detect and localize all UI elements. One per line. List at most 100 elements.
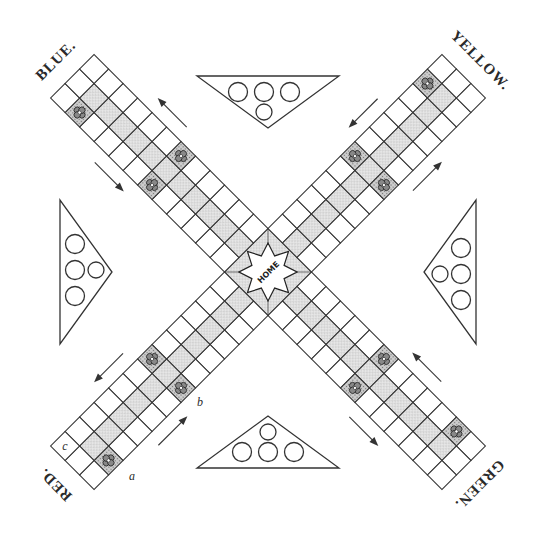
safe-square-centre: [179, 386, 184, 391]
safe-square-petal: [421, 77, 430, 86]
safe-square-petal: [454, 425, 463, 434]
token-circle: [66, 287, 85, 306]
board-arm: [255, 42, 498, 285]
token-circle: [66, 261, 85, 280]
arrow-head: [92, 373, 103, 384]
safe-square-symbol: [70, 103, 88, 121]
direction-arrow: [413, 165, 438, 190]
token-circle: [256, 104, 272, 120]
safe-square-centre: [382, 183, 387, 188]
token-circle: [255, 83, 274, 102]
safe-square-petal: [73, 110, 82, 119]
direction-arrow: [352, 99, 377, 124]
safe-square-symbol: [375, 176, 393, 194]
token-circle: [229, 83, 248, 102]
arrow-head: [433, 159, 444, 170]
board-cell: [80, 55, 109, 84]
safe-square-centre: [353, 154, 358, 159]
board-arm: [255, 259, 498, 502]
safe-square-centre: [353, 386, 358, 391]
safe-square-petal: [348, 149, 357, 158]
board-cell: [456, 84, 485, 113]
callout-letter: c: [62, 439, 67, 454]
direction-arrow: [161, 102, 186, 127]
home-star: HOME: [238, 242, 298, 302]
direction-arrow: [158, 420, 183, 445]
token-circle: [452, 265, 471, 284]
start-triangle: [197, 76, 339, 128]
safe-square-petal: [382, 352, 391, 361]
arrow-head: [369, 437, 380, 448]
safe-square-centre: [454, 429, 459, 434]
safe-square-symbol: [346, 147, 364, 165]
safe-square-petal: [377, 357, 386, 366]
safe-square-symbol: [418, 74, 436, 92]
safe-square-symbol: [99, 451, 117, 469]
home-square-fill: [225, 229, 312, 316]
token-circle: [233, 443, 252, 462]
arrow-head: [155, 96, 166, 107]
safe-square-symbol: [143, 350, 161, 368]
safe-square-centre: [382, 357, 387, 362]
safe-square-petal: [77, 106, 86, 115]
token-circle: [260, 424, 276, 440]
safe-square-petal: [150, 357, 159, 366]
safe-square-centre: [106, 458, 111, 463]
safe-square-petal: [145, 183, 154, 192]
start-triangles: [60, 76, 476, 468]
safe-square-petal: [150, 178, 159, 187]
safe-square-centre: [150, 183, 155, 188]
board-cell: [51, 431, 80, 460]
start-triangle: [197, 416, 339, 468]
board-arm: [38, 259, 281, 502]
board-cell: [427, 460, 456, 489]
safe-square-petal: [353, 381, 362, 390]
safe-square-symbol: [375, 350, 393, 368]
safe-square-petal: [174, 381, 183, 390]
safe-square-symbol: [143, 176, 161, 194]
arrow-head: [115, 183, 126, 194]
arrow-head: [410, 350, 421, 361]
safe-square-petal: [377, 178, 386, 187]
token-circle: [66, 235, 85, 254]
start-triangle: [60, 200, 112, 344]
home-star-shape: [239, 243, 297, 301]
safe-square-petal: [179, 149, 188, 158]
safe-square-centre: [425, 81, 430, 86]
safe-square-petal: [174, 154, 183, 163]
safe-square-petal: [450, 429, 459, 438]
token-circle: [281, 83, 300, 102]
token-circle: [88, 262, 104, 278]
direction-arrow: [349, 417, 374, 442]
safe-square-petal: [179, 386, 188, 395]
safe-square-symbol: [172, 379, 190, 397]
callout-letter: a: [129, 469, 135, 484]
token-circle: [452, 239, 471, 258]
board-arm: [38, 42, 281, 285]
direction-arrow: [416, 356, 441, 381]
home-divider: [225, 229, 312, 316]
safe-square-symbol: [346, 379, 364, 397]
safe-square-petal: [353, 154, 362, 163]
safe-square-centre: [179, 154, 184, 159]
safe-square-petal: [102, 454, 111, 463]
safe-square-symbol: [172, 147, 190, 165]
player-name: RED.: [36, 464, 76, 504]
home-divider: [225, 229, 312, 316]
safe-square-petal: [382, 183, 391, 192]
token-circle: [259, 443, 278, 462]
safe-square-centre: [77, 110, 82, 115]
safe-square-petal: [106, 458, 115, 467]
arrow-head: [346, 119, 357, 130]
home-square: [225, 229, 312, 316]
token-circle: [452, 291, 471, 310]
safe-square-petal: [425, 81, 434, 90]
safe-square-petal: [145, 352, 154, 361]
direction-arrow: [95, 162, 120, 187]
safe-square-symbol: [447, 422, 465, 440]
arrow-head: [179, 414, 190, 425]
safe-square-petal: [348, 386, 357, 395]
start-triangle: [424, 200, 476, 344]
